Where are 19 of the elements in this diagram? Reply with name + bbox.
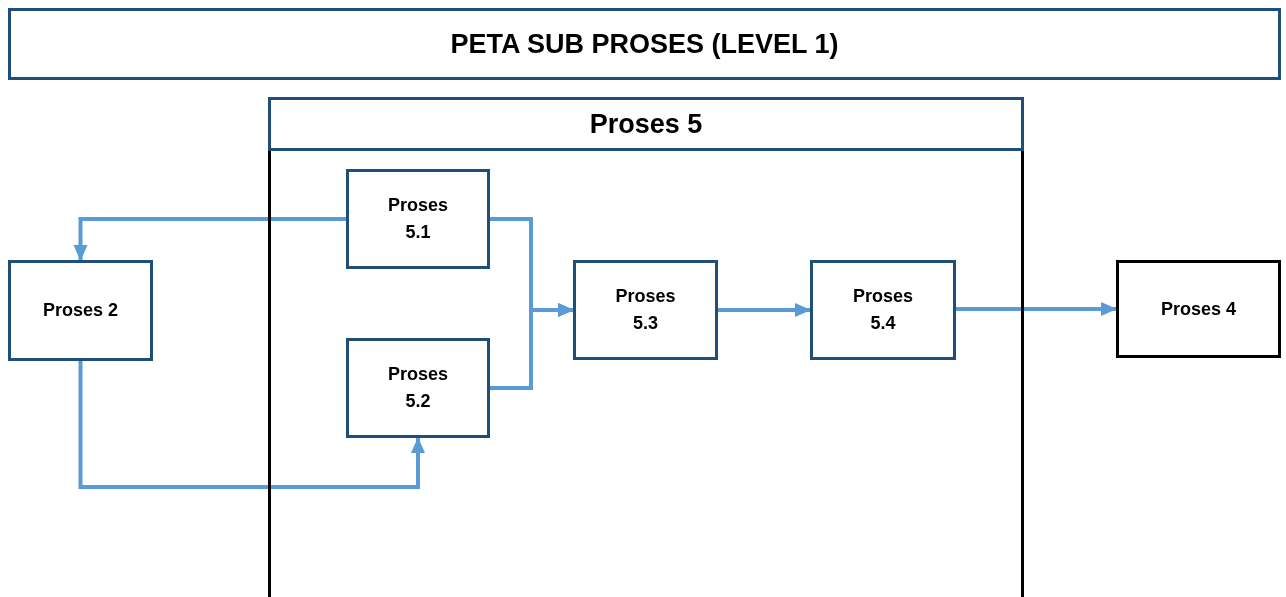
process-box	[8, 260, 153, 361]
process-box	[346, 338, 490, 438]
process-box	[346, 169, 490, 269]
group-heading: Proses 5	[268, 97, 1024, 151]
box-label: Proses 5.1	[386, 194, 449, 244]
process-box	[1116, 260, 1281, 358]
diagram-title: PETA SUB PROSES (LEVEL 1)	[8, 8, 1281, 80]
box-label: Proses 4	[1160, 297, 1237, 321]
connector-arrow	[718, 303, 811, 317]
box-label: Proses 5.3	[614, 285, 677, 335]
process-group-frame	[268, 97, 1024, 597]
connector-arrow	[73, 217, 346, 261]
connector-arrow	[78, 361, 425, 489]
box-label: Proses 5.4	[851, 285, 914, 335]
box-label: Proses 5.2	[386, 363, 449, 413]
box-label: Proses 2	[42, 299, 119, 322]
process-box	[573, 260, 718, 360]
process-box	[810, 260, 956, 360]
connector-arrow	[956, 302, 1117, 316]
